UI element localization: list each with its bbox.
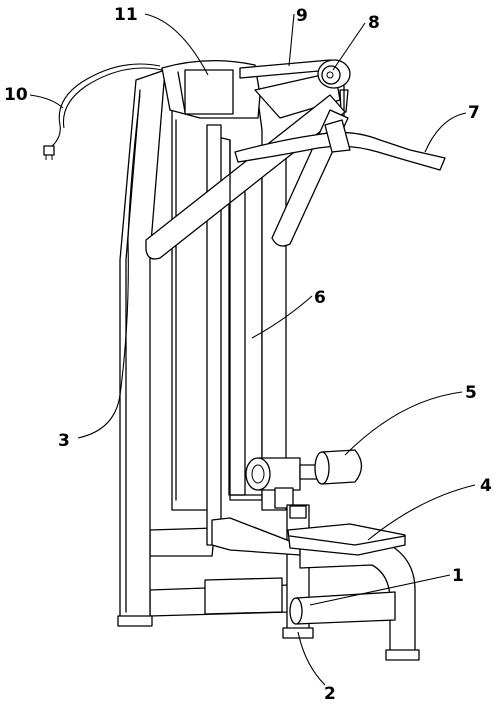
leader-7 bbox=[424, 112, 467, 153]
label-9: 9 bbox=[296, 6, 308, 26]
leader-8 bbox=[332, 22, 366, 71]
label-4: 4 bbox=[480, 476, 492, 496]
leader-5 bbox=[344, 391, 463, 456]
leader-11 bbox=[144, 13, 209, 76]
label-5: 5 bbox=[465, 383, 477, 403]
label-10: 10 bbox=[4, 85, 28, 105]
label-7: 7 bbox=[468, 103, 480, 123]
top-housing bbox=[161, 60, 261, 119]
leader-3 bbox=[77, 239, 129, 439]
leader-10 bbox=[29, 94, 64, 109]
seat bbox=[287, 523, 406, 556]
leader-4 bbox=[367, 484, 476, 541]
display-box bbox=[184, 69, 234, 115]
left-frame-upright bbox=[117, 69, 166, 627]
label-2: 2 bbox=[324, 684, 336, 704]
label-11: 11 bbox=[114, 5, 138, 25]
leader-9 bbox=[288, 13, 295, 67]
front-base bbox=[211, 517, 420, 661]
lat-bar-handle bbox=[234, 119, 446, 171]
leader-lines bbox=[29, 13, 476, 686]
leader-6 bbox=[251, 295, 313, 339]
leader-2 bbox=[297, 631, 326, 686]
label-8: 8 bbox=[368, 13, 380, 33]
label-6: 6 bbox=[314, 288, 326, 308]
callout-labels: 1 2 3 4 5 6 7 8 9 10 11 bbox=[4, 5, 492, 704]
label-1: 1 bbox=[452, 566, 464, 586]
power-cord bbox=[43, 63, 163, 241]
weight-column bbox=[229, 139, 263, 496]
thigh-pad bbox=[245, 449, 363, 509]
label-3: 3 bbox=[58, 431, 70, 451]
leader-1 bbox=[309, 574, 451, 606]
